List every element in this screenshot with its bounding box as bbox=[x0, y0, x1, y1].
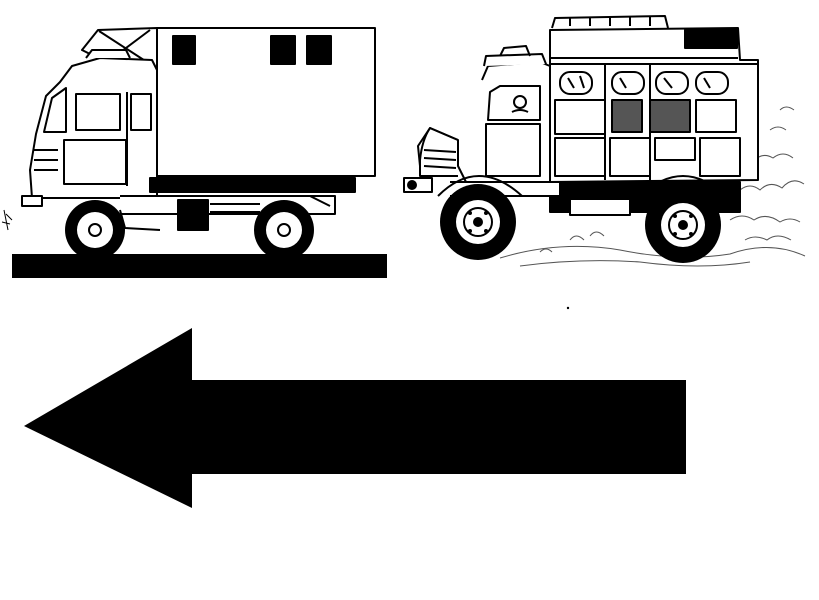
speck-dot bbox=[566, 306, 570, 310]
arrow-left-icon bbox=[24, 328, 686, 508]
offroad-expedition-truck-icon bbox=[403, 15, 806, 267]
box-truck-icon bbox=[1, 27, 387, 278]
